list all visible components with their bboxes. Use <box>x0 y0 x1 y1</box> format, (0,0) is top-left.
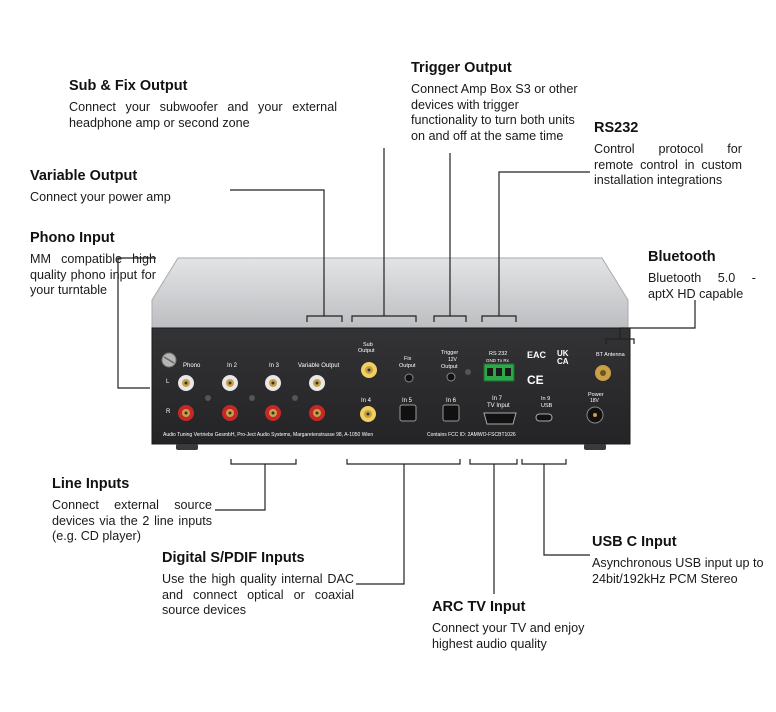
label-right: R <box>166 409 171 415</box>
optical-in5 <box>399 404 417 422</box>
rca-in2-right <box>222 405 238 421</box>
label-in5: In 5 <box>402 398 413 404</box>
line-bluetooth <box>605 338 635 344</box>
line-spdif <box>346 459 461 465</box>
rca-in3-right <box>265 405 281 421</box>
line-arc <box>469 459 518 465</box>
label-in3: In 3 <box>269 363 280 369</box>
rca-in3-left <box>265 375 281 391</box>
callout-text: Connect your power amp <box>30 190 171 204</box>
label-in4: In 4 <box>361 398 372 404</box>
line-phono <box>117 257 156 389</box>
callout-text: Control protocol for remote control in c… <box>594 142 742 187</box>
label-left: L <box>166 379 170 385</box>
callout-title: ARC TV Input <box>432 599 526 615</box>
callout-sub-fix: Sub & Fix Output Connect your subwoofer … <box>69 78 337 131</box>
label-rs232: RS 232 <box>489 351 507 357</box>
line-rs232 <box>481 315 517 322</box>
label-in9-2: USB <box>541 403 553 409</box>
rca-phono-left <box>178 375 194 391</box>
label-in2: In 2 <box>227 363 238 369</box>
callout-title: RS232 <box>594 120 639 136</box>
foot-left <box>176 444 198 450</box>
label-fcc: Contains FCC ID: 2AMWO-FSCBT1026 <box>427 432 516 438</box>
hdmi-in7 <box>483 412 517 425</box>
power-socket <box>586 406 604 424</box>
bt-antenna-connector <box>595 365 611 381</box>
callout-spdif: Digital S/PDIF Inputs Use the high quali… <box>162 550 354 619</box>
label-sub-output-1: Sub <box>363 342 373 348</box>
optical-in6 <box>442 404 460 422</box>
line-line-inputs <box>230 459 297 465</box>
label-ukca-1: UK <box>557 349 569 358</box>
label-in7-2: TV Input <box>487 403 510 409</box>
label-bt-antenna: BT Antenna <box>596 352 626 358</box>
label-in6: In 6 <box>446 398 457 404</box>
label-fix-output-1: Fix <box>404 356 412 362</box>
rca-in2-left <box>222 375 238 391</box>
jack-fix-output <box>404 373 414 383</box>
callout-text: MM compatible high quality phono input f… <box>30 252 156 297</box>
rca-sub-output <box>361 362 377 378</box>
callout-text: Connect external source devices via the … <box>52 498 212 543</box>
callout-trigger: Trigger Output Connect Amp Box S3 or oth… <box>411 60 583 144</box>
callout-title: Line Inputs <box>52 476 130 492</box>
jack-trigger <box>446 372 456 382</box>
callout-text: Connect your TV and enjoy highest audio … <box>432 621 585 651</box>
callout-variable: Variable Output Connect your power amp <box>30 168 230 206</box>
label-power-1: Power <box>588 392 604 398</box>
callout-rs232: RS232 Control protocol for remote contro… <box>594 120 742 189</box>
rca-phono-right <box>178 405 194 421</box>
callout-title: Trigger Output <box>411 60 512 76</box>
label-ce: CE <box>527 373 544 387</box>
label-in7-1: In 7 <box>492 396 503 402</box>
callout-arc: ARC TV Input Connect your TV and enjoy h… <box>432 599 612 652</box>
callout-title: Bluetooth <box>648 249 716 265</box>
label-ukca-2: CA <box>557 357 569 366</box>
callout-title: Variable Output <box>30 168 138 184</box>
label-footer: Audio Tuning Vertriebs GesmbH, Pro-Ject … <box>163 432 373 438</box>
callout-text: Connect Amp Box S3 or other devices with… <box>411 82 578 143</box>
line-usbc <box>521 459 567 465</box>
callout-title: Sub & Fix Output <box>69 78 188 94</box>
callout-line: Line Inputs Connect external source devi… <box>52 476 212 545</box>
foot-right <box>584 444 606 450</box>
label-variable-output: Variable Output <box>298 363 340 369</box>
callout-phono: Phono Input MM compatible high quality p… <box>30 230 156 299</box>
rca-variable-left <box>309 375 325 391</box>
label-phono: Phono <box>183 363 201 369</box>
callout-text: Connect your subwoofer and your external… <box>69 100 337 130</box>
line-sub-fix <box>351 315 417 322</box>
label-sub-output-2: Output <box>358 348 375 354</box>
label-trigger-2: 12V <box>448 357 458 363</box>
line-variable <box>306 315 343 322</box>
rca-variable-right <box>309 405 325 421</box>
callout-bluetooth: Bluetooth Bluetooth 5.0 - aptX HD capabl… <box>648 249 756 302</box>
callout-title: Digital S/PDIF Inputs <box>162 550 305 566</box>
label-fix-output-2: Output <box>399 363 416 369</box>
label-trigger-3: Output <box>441 364 458 370</box>
label-eac: EAC <box>527 350 547 360</box>
label-rs232-pins: GND Tx Rx <box>486 358 510 363</box>
line-trigger <box>433 315 467 322</box>
usbc-in9 <box>535 413 553 422</box>
label-in9-1: In 9 <box>541 396 550 402</box>
label-power-2: 18V <box>590 398 600 404</box>
callout-text: Asynchronous USB input up to 24bit/192kH… <box>592 556 764 586</box>
rca-in4-coax <box>360 406 376 422</box>
callout-usbc: USB C Input Asynchronous USB input up to… <box>592 534 768 587</box>
callout-title: USB C Input <box>592 534 677 550</box>
label-trigger-1: Trigger <box>441 350 458 356</box>
callout-title: Phono Input <box>30 230 115 246</box>
callout-text: Bluetooth 5.0 - aptX HD capable <box>648 271 756 301</box>
callout-text: Use the high quality internal DAC and co… <box>162 572 354 617</box>
